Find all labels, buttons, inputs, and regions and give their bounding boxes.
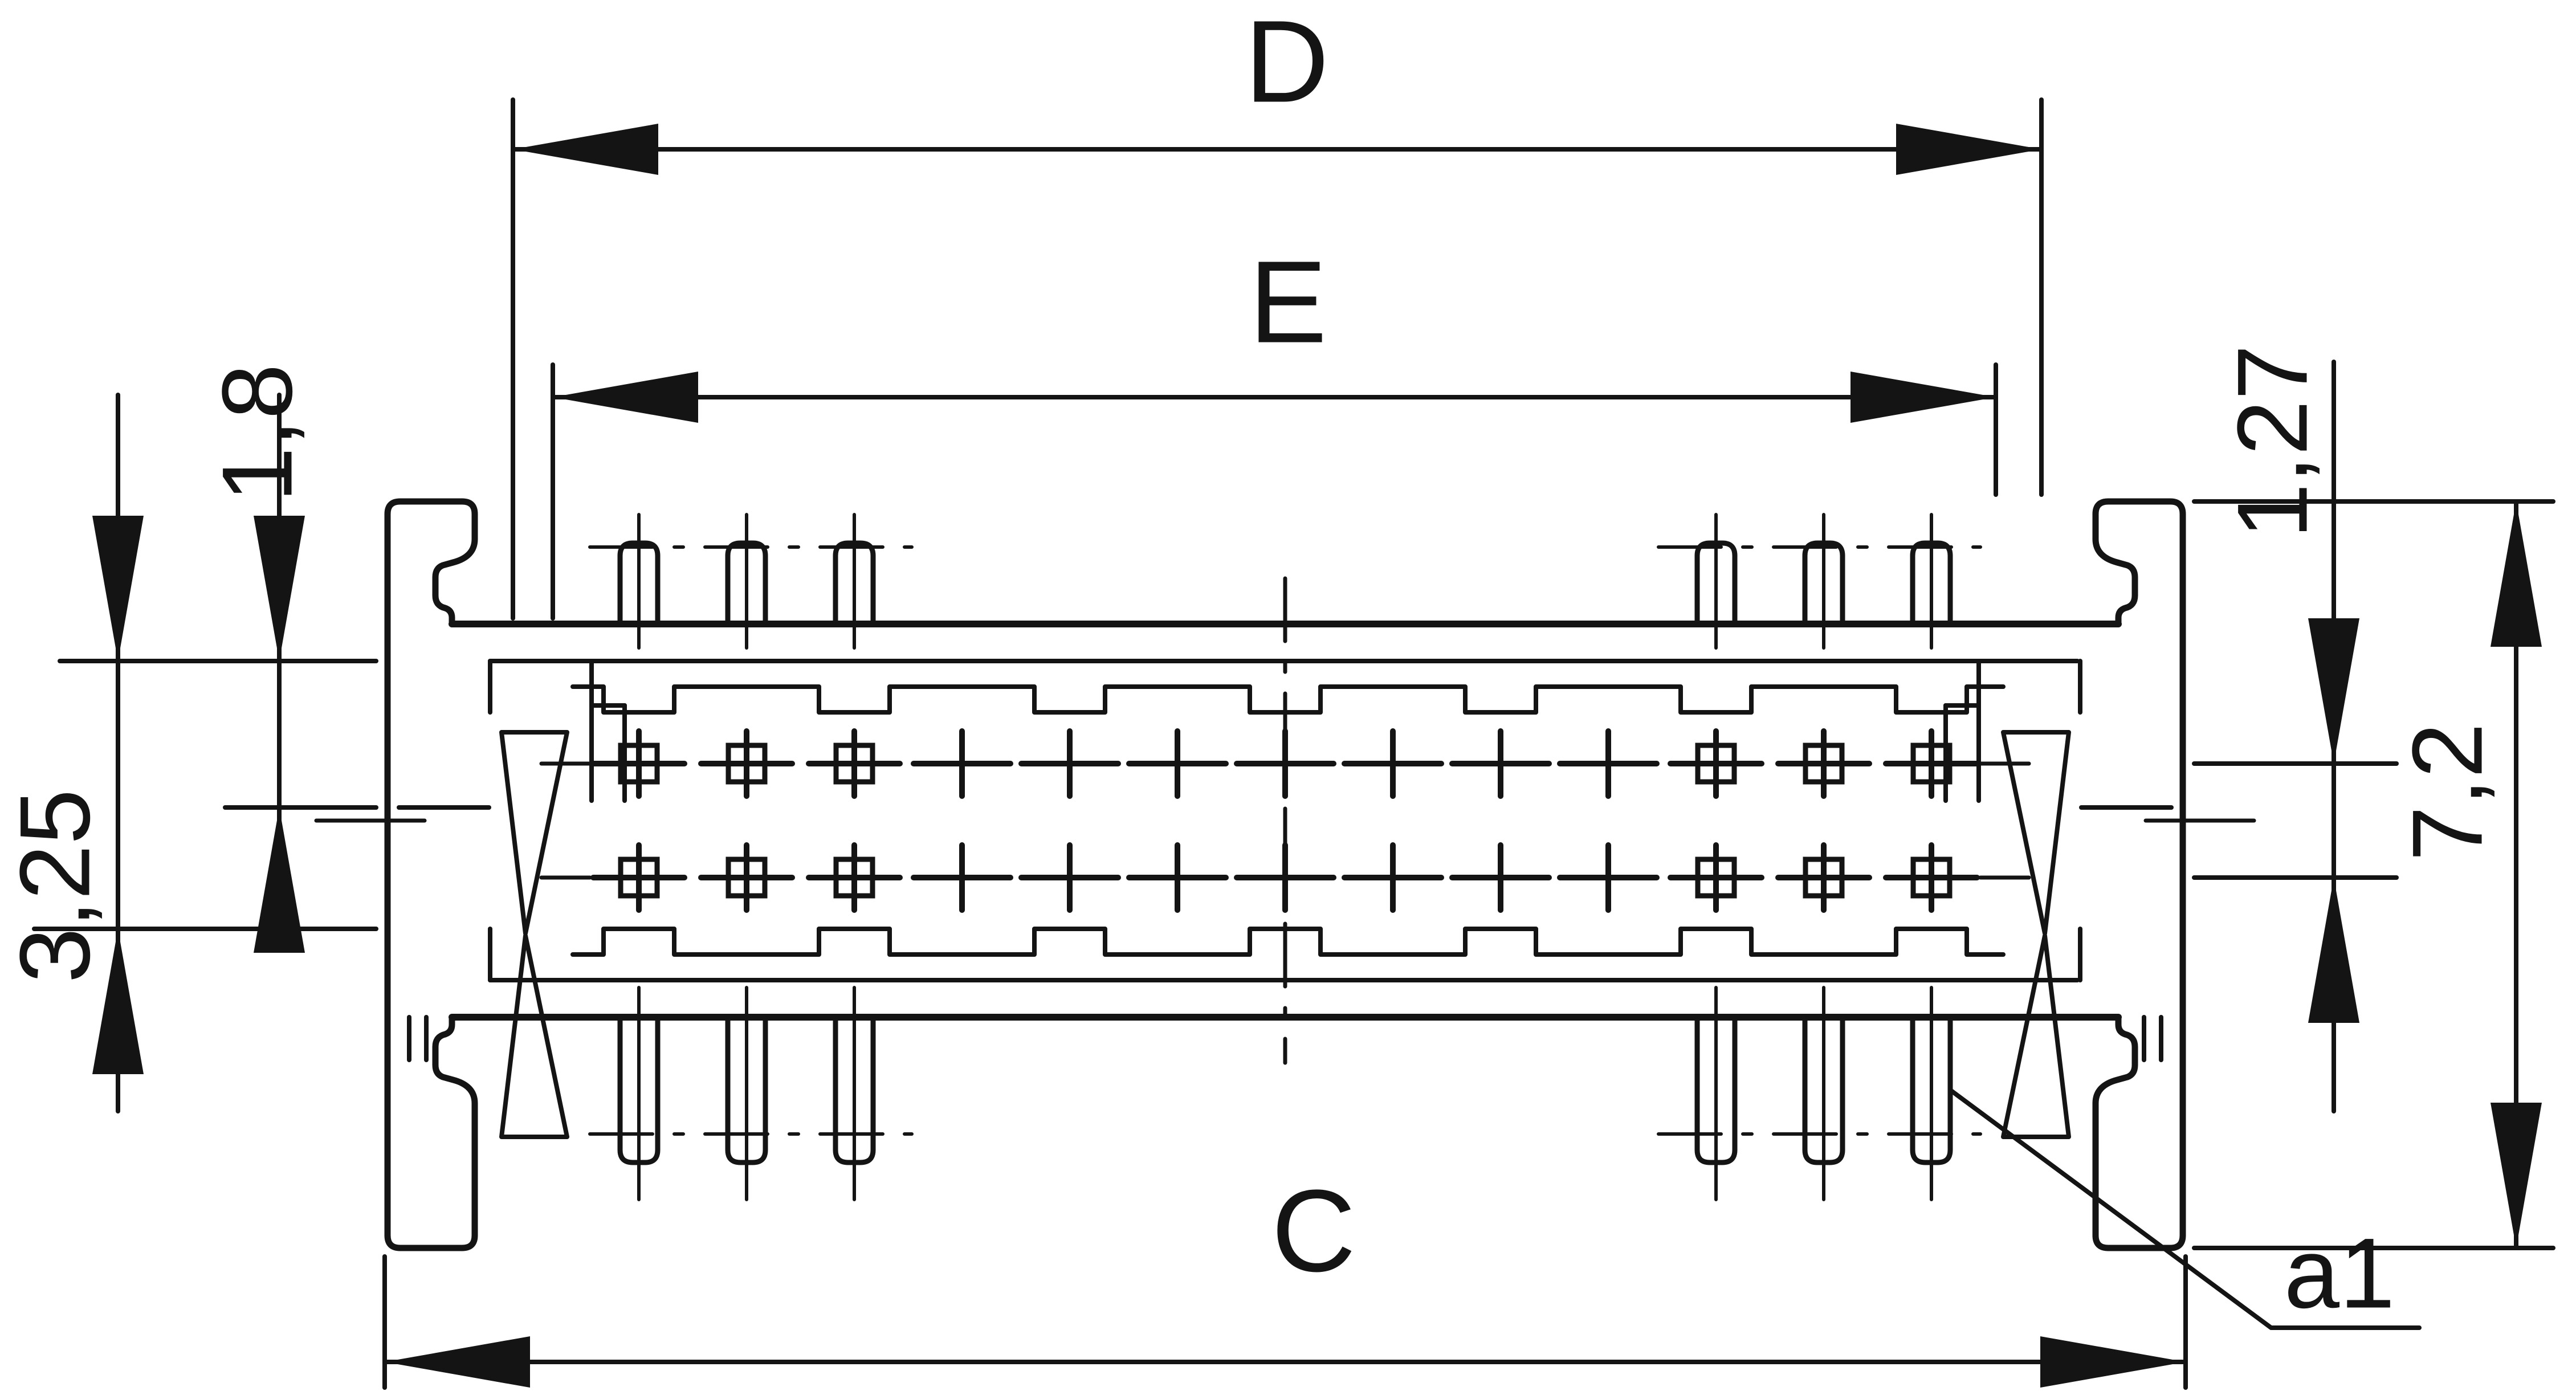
pin-square <box>833 743 875 785</box>
pin-boxed-cross <box>1668 728 1764 799</box>
pin-square <box>1803 856 1845 899</box>
pin-square <box>1695 856 1737 899</box>
pin-boxed-cross <box>1775 728 1872 799</box>
pin-boxed-cross <box>698 842 795 913</box>
pin-cross <box>1449 728 1552 799</box>
pin-ref-label: a1 <box>2284 1218 2395 1329</box>
pin-cross <box>1018 728 1121 799</box>
pin-cross <box>1234 842 1336 913</box>
dim-label-E: E <box>1249 237 1327 368</box>
dimension-1-8: 1,8 <box>58 364 378 953</box>
pin-cross <box>911 842 1013 913</box>
end-cap-right <box>1943 498 2186 1251</box>
pin-cross <box>1018 842 1121 913</box>
dimension-1-27: 1,27 <box>2192 345 2399 1113</box>
pin-square <box>618 856 660 899</box>
dimension-3-25: 3,25 <box>0 393 378 1113</box>
connector-body <box>314 576 2256 1065</box>
smt-tails <box>588 513 1982 1201</box>
pin-cross <box>1557 842 1660 913</box>
pin-cross <box>1234 728 1336 799</box>
dimension-D: D <box>511 0 2044 621</box>
pin-square <box>725 856 768 899</box>
dimension-E: E <box>551 237 1998 621</box>
pin-boxed-cross <box>1883 728 1980 799</box>
pin-cross <box>1126 728 1229 799</box>
pin-boxed-cross <box>590 728 687 799</box>
pin-cross <box>1126 842 1229 913</box>
pin-square <box>1910 743 1953 785</box>
dim-label-1-27: 1,27 <box>2218 345 2329 539</box>
pin-square <box>1910 856 1953 899</box>
pin-field <box>590 728 1980 913</box>
pin-square <box>725 743 768 785</box>
pin-boxed-cross <box>1883 842 1980 913</box>
pin-boxed-cross <box>590 842 687 913</box>
pin-square <box>618 743 660 785</box>
end-cap-left <box>384 498 627 1251</box>
pin-cross <box>1557 728 1660 799</box>
dimension-C: C <box>382 1166 2188 1390</box>
pin-cross <box>1342 728 1444 799</box>
pin-square <box>833 856 875 899</box>
dim-label-3-25: 3,25 <box>0 789 111 984</box>
pin-cross <box>911 728 1013 799</box>
pin-boxed-cross <box>698 728 795 799</box>
dim-label-C: C <box>1271 1166 1356 1296</box>
pin-boxed-cross <box>1668 842 1764 913</box>
dim-label-D: D <box>1245 0 1329 127</box>
pin-cross <box>1342 842 1444 913</box>
dim-label-7-2: 7,2 <box>2392 723 2504 861</box>
pin-boxed-cross <box>806 728 903 799</box>
pin-cross <box>1449 842 1552 913</box>
pin-boxed-cross <box>806 842 903 913</box>
pin-ref-a1: a1 <box>1950 1089 2422 1330</box>
pin-square <box>1803 743 1845 785</box>
pin-boxed-cross <box>1775 842 1872 913</box>
dimension-7-2: 7,2 <box>2192 499 2555 1250</box>
dim-label-1-8: 1,8 <box>202 364 313 502</box>
pin-square <box>1695 743 1737 785</box>
